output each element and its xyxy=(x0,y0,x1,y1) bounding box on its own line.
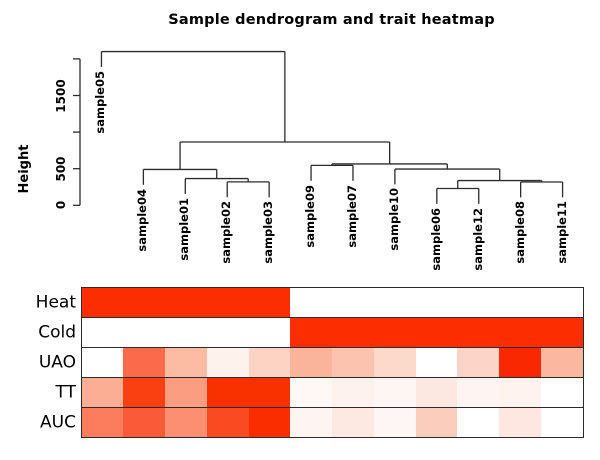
heatmap-cell-heat-sample08 xyxy=(499,288,541,317)
sample-label-sample12: sample12 xyxy=(470,207,485,271)
heatmap-cell-uao-sample01 xyxy=(165,348,207,377)
heatmap-cell-cold-sample12 xyxy=(457,318,499,347)
heatmap-cell-tt-sample09 xyxy=(290,378,332,407)
heatmap-cell-cold-sample07 xyxy=(332,318,374,347)
heatmap-cell-uao-sample03 xyxy=(248,348,291,377)
heatmap-cell-cold-sample05 xyxy=(81,318,124,347)
heatmap-cell-tt-sample03 xyxy=(248,378,291,407)
trait-row-label-auc: AUC xyxy=(40,412,76,432)
y-tick-label-0: 0 xyxy=(54,201,68,210)
heatmap-cell-heat-sample01 xyxy=(165,288,207,317)
heatmap-cell-heat-sample07 xyxy=(332,288,374,317)
heatmap-cell-tt-sample07 xyxy=(332,378,374,407)
heatmap-cell-cold-sample08 xyxy=(499,318,541,347)
heatmap-cell-uao-sample10 xyxy=(373,348,416,377)
heatmap-cell-uao-sample09 xyxy=(290,348,332,377)
heatmap-cell-heat-sample11 xyxy=(540,288,583,317)
sample-label-sample11: sample11 xyxy=(554,201,569,264)
heatmap-cell-auc-sample12 xyxy=(457,408,499,437)
heatmap-cell-tt-sample04 xyxy=(123,378,165,407)
heatmap-cell-heat-sample02 xyxy=(206,288,249,317)
heatmap-cell-cold-sample11 xyxy=(540,318,583,347)
heatmap-cell-uao-sample02 xyxy=(206,348,249,377)
heatmap-cell-heat-sample04 xyxy=(123,288,165,317)
heatmap-cell-uao-sample11 xyxy=(540,348,583,377)
heatmap-cell-tt-sample05 xyxy=(81,378,124,407)
heatmap-cell-heat-sample10 xyxy=(373,288,416,317)
heatmap-cell-cold-sample09 xyxy=(290,318,332,347)
trait-row-label-heat: Heat xyxy=(35,292,76,312)
heatmap-cell-uao-sample08 xyxy=(499,348,541,377)
heatmap-cell-heat-sample03 xyxy=(248,288,291,317)
sample-label-sample06: sample06 xyxy=(428,207,443,271)
heatmap-cell-auc-sample01 xyxy=(165,408,207,437)
heatmap-cell-cold-sample03 xyxy=(248,318,291,347)
y-tick-label-500: 500 xyxy=(54,156,68,182)
trait-row-label-tt: TT xyxy=(55,382,76,402)
heatmap-cell-auc-sample06 xyxy=(415,408,458,437)
sample-label-sample01: sample01 xyxy=(177,197,192,261)
heatmap-cell-auc-sample07 xyxy=(332,408,374,437)
heatmap-cell-auc-sample03 xyxy=(248,408,291,437)
y-tick-label-1500: 1500 xyxy=(54,78,68,113)
sample-label-sample10: sample10 xyxy=(386,188,401,252)
trait-row-label-cold: Cold xyxy=(38,322,76,342)
heatmap-cell-uao-sample06 xyxy=(415,348,458,377)
heatmap-row-uao xyxy=(80,347,584,378)
heatmap-row-cold xyxy=(80,317,584,348)
heatmap-cell-tt-sample02 xyxy=(206,378,249,407)
sample-label-sample07: sample07 xyxy=(344,184,359,248)
sample-label-sample04: sample04 xyxy=(135,188,150,252)
chart-title: Sample dendrogram and trait heatmap xyxy=(168,12,495,28)
heatmap-cell-heat-sample05 xyxy=(81,288,124,317)
heatmap-cell-auc-sample10 xyxy=(373,408,416,437)
sample-label-sample05: sample05 xyxy=(93,70,108,134)
heatmap-cell-auc-sample04 xyxy=(123,408,165,437)
heatmap-cell-heat-sample06 xyxy=(415,288,458,317)
trait-row-label-uao: UAO xyxy=(38,352,76,372)
heatmap-cell-heat-sample09 xyxy=(290,288,332,317)
trait-heatmap xyxy=(80,287,584,438)
heatmap-cell-uao-sample04 xyxy=(123,348,165,377)
heatmap-cell-auc-sample11 xyxy=(540,408,583,437)
sample-label-sample03: sample03 xyxy=(261,201,276,264)
heatmap-cell-tt-sample08 xyxy=(499,378,541,407)
heatmap-cell-tt-sample01 xyxy=(165,378,207,407)
heatmap-row-heat xyxy=(80,287,584,318)
sample-label-sample02: sample02 xyxy=(219,201,234,264)
heatmap-row-auc xyxy=(80,407,584,438)
heatmap-cell-tt-sample11 xyxy=(540,378,583,407)
heatmap-cell-uao-sample07 xyxy=(332,348,374,377)
heatmap-cell-cold-sample01 xyxy=(165,318,207,347)
sample-label-sample09: sample09 xyxy=(303,184,318,248)
heatmap-cell-uao-sample05 xyxy=(81,348,124,377)
heatmap-cell-tt-sample12 xyxy=(457,378,499,407)
sample-label-sample08: sample08 xyxy=(512,201,527,264)
heatmap-cell-auc-sample09 xyxy=(290,408,332,437)
heatmap-cell-auc-sample02 xyxy=(206,408,249,437)
heatmap-cell-tt-sample10 xyxy=(373,378,416,407)
heatmap-row-tt xyxy=(80,377,584,408)
heatmap-cell-cold-sample06 xyxy=(415,318,458,347)
heatmap-cell-cold-sample02 xyxy=(206,318,249,347)
heatmap-cell-auc-sample08 xyxy=(499,408,541,437)
heatmap-cell-heat-sample12 xyxy=(457,288,499,317)
heatmap-cell-tt-sample06 xyxy=(415,378,458,407)
heatmap-cell-auc-sample05 xyxy=(81,408,124,437)
heatmap-cell-cold-sample04 xyxy=(123,318,165,347)
y-axis-label: Height xyxy=(17,144,32,193)
heatmap-cell-uao-sample12 xyxy=(457,348,499,377)
heatmap-cell-cold-sample10 xyxy=(373,318,416,347)
